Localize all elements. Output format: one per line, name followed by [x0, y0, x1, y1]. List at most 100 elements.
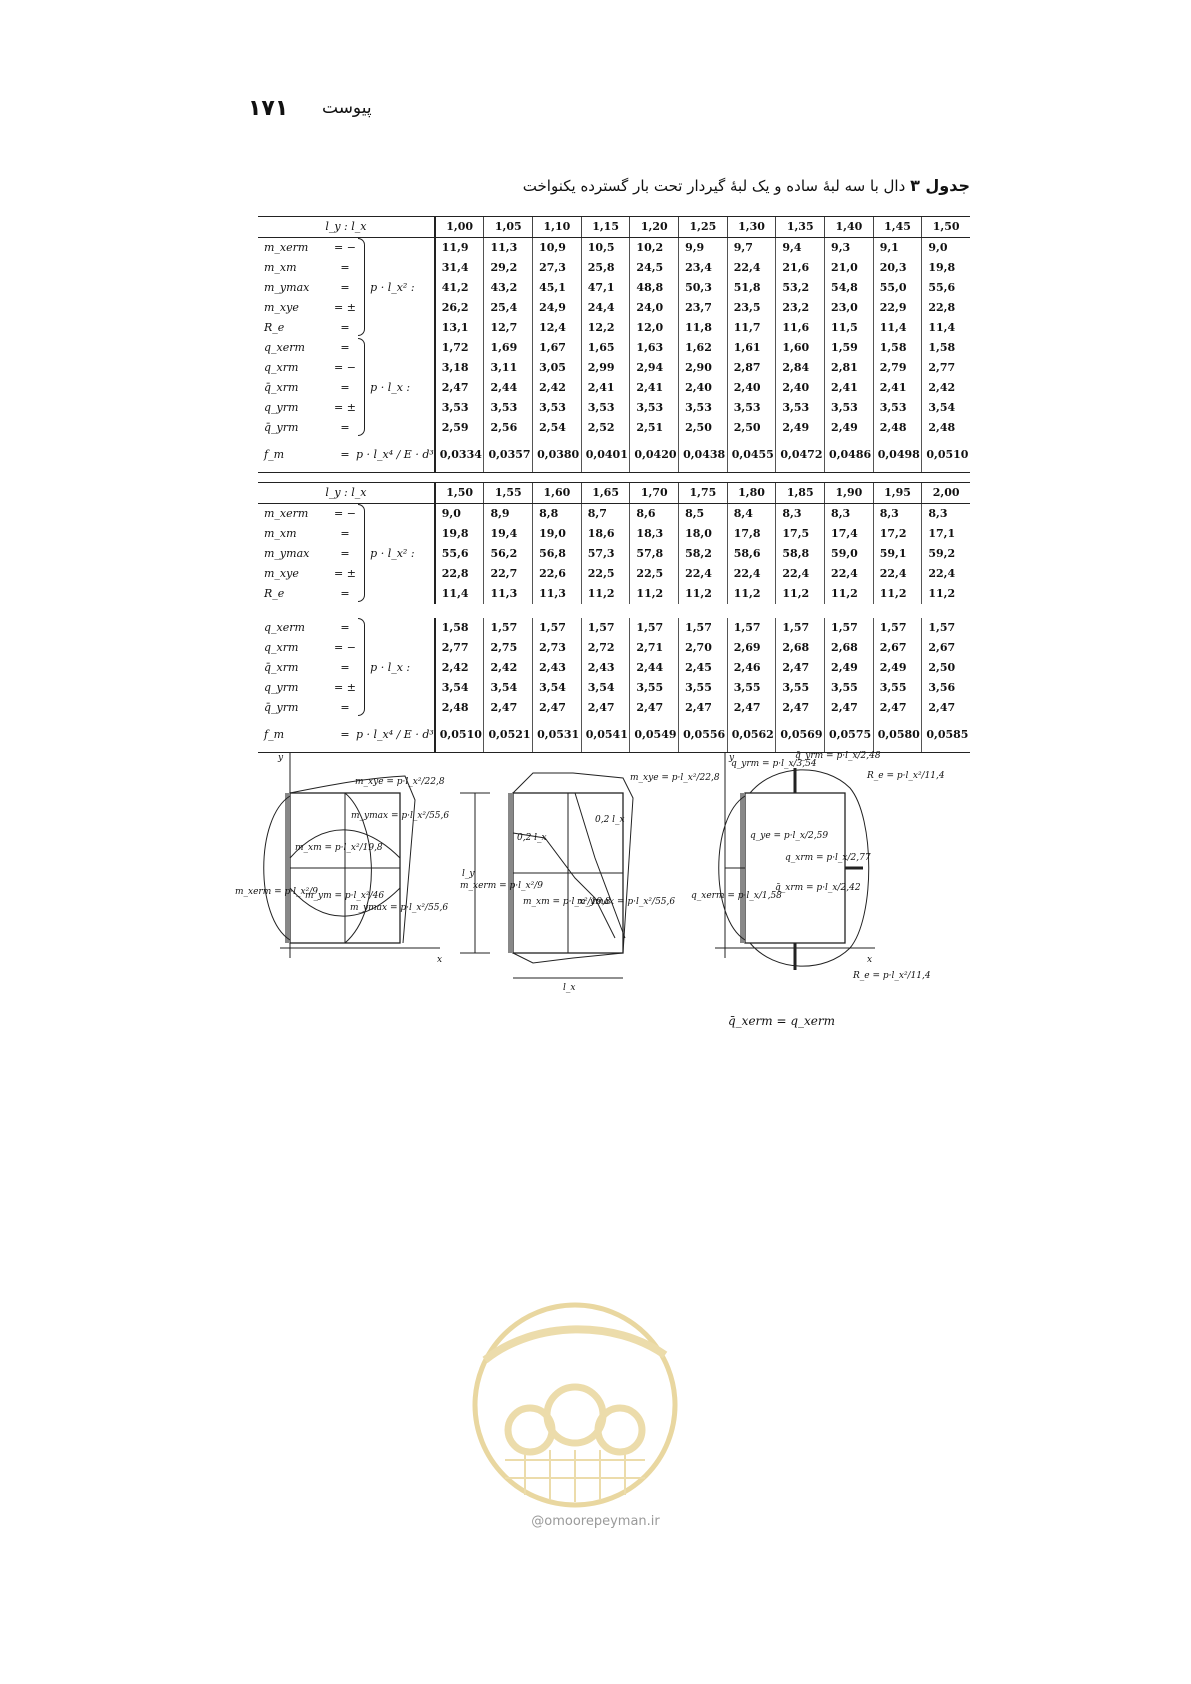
- coefficient-label: R_e: [264, 587, 285, 600]
- coefficient-operator: = −: [334, 361, 356, 374]
- coefficient-value: 1,57: [775, 618, 825, 638]
- coefficient-label: q̄_xrm: [264, 661, 299, 674]
- coefficient-value: 2,41: [824, 378, 874, 398]
- coefficient-value: 1,57: [629, 618, 679, 638]
- coefficient-value: 11,6: [775, 318, 825, 338]
- fig3-label-7: q_xerm = p·l_x/1,58: [691, 891, 782, 901]
- deflection-label: f_m: [258, 438, 334, 473]
- coefficient-value: 1,57: [824, 618, 874, 638]
- coefficient-value: 59,2: [921, 544, 970, 564]
- fig3-y-axis: y: [728, 753, 735, 763]
- coefficient-value: 3,53: [532, 398, 582, 418]
- coefficient-value: 1,57: [580, 618, 630, 638]
- deflection-value: 0,0380: [532, 438, 582, 473]
- shear-diagram: [715, 753, 875, 970]
- coefficient-value: 1,60: [775, 338, 825, 358]
- coefficient-value: 3,55: [824, 678, 874, 698]
- coefficient-value: 9,3: [824, 237, 874, 258]
- ratio-column-header: 1,90: [824, 482, 874, 504]
- coefficient-value: 3,05: [532, 358, 582, 378]
- coefficient-value: 8,3: [921, 503, 970, 524]
- coefficient-value: 3,55: [726, 678, 776, 698]
- deflection-factor: p · l_x⁴ / E · d³: [355, 718, 436, 753]
- coefficient-label: q̄_yrm: [264, 701, 299, 714]
- coefficient-value: 3,18: [434, 358, 484, 378]
- coefficient-value: 2,42: [483, 658, 533, 678]
- deflection-operator: =: [334, 718, 356, 753]
- coefficient-value: 1,69: [483, 338, 533, 358]
- coefficient-value: 2,40: [775, 378, 825, 398]
- coefficient-label: m_xerm: [264, 507, 309, 520]
- coefficient-value: 11,7: [726, 318, 776, 338]
- group-factor: p · l_x :: [370, 338, 436, 438]
- coefficient-value: 2,73: [532, 638, 582, 658]
- coefficient-value: 58,6: [726, 544, 776, 564]
- coefficient-operator: =: [340, 261, 350, 274]
- coefficient-value: 2,72: [580, 638, 630, 658]
- page-number: ۱۷۱: [248, 96, 289, 121]
- coefficient-value: 2,48: [921, 418, 970, 438]
- coefficient-value: 24,0: [629, 298, 679, 318]
- group-factor: p · l_x :: [370, 618, 436, 718]
- fig1-label-5: m_xerm = p·l_x²/9: [235, 887, 318, 897]
- coefficient-value: 11,2: [921, 584, 970, 604]
- coefficient-value: 2,75: [483, 638, 533, 658]
- coefficient-operator: = ±: [334, 567, 356, 580]
- coefficient-value: 55,6: [921, 278, 970, 298]
- coefficient-label: q_xrm: [264, 361, 299, 374]
- deflection-value: 0,0562: [726, 718, 776, 753]
- coefficient-value: 13,1: [434, 318, 484, 338]
- coefficient-value: 3,54: [434, 678, 484, 698]
- coefficient-value: 2,59: [434, 418, 484, 438]
- ratio-column-header: 1,50: [434, 482, 484, 504]
- deflection-label: f_m: [258, 718, 334, 753]
- coefficient-value: 2,77: [434, 638, 484, 658]
- coefficient-value: 55,6: [434, 544, 484, 564]
- coefficient-value: 22,5: [629, 564, 679, 584]
- coefficient-value: 23,4: [678, 258, 728, 278]
- coefficient-value: 11,2: [678, 584, 728, 604]
- coefficient-value: 2,87: [726, 358, 776, 378]
- coefficient-value: 1,63: [629, 338, 679, 358]
- coefficient-value: 22,4: [726, 564, 776, 584]
- coefficient-label: m_xm: [264, 527, 297, 540]
- coefficient-value: 3,54: [532, 678, 582, 698]
- coefficient-value: 2,84: [775, 358, 825, 378]
- deflection-value: 0,0580: [872, 718, 922, 753]
- coefficient-value: 2,42: [921, 378, 970, 398]
- fig2-label-2: 0,2 l_x: [517, 833, 547, 843]
- omoorepeyman-logo-watermark: [445, 1300, 705, 1510]
- ratio-column-header: 1,70: [629, 482, 679, 504]
- coefficient-value: 2,41: [629, 378, 679, 398]
- coefficient-label: R_e: [264, 321, 285, 334]
- coefficient-value: 2,41: [580, 378, 630, 398]
- coefficient-operator: =: [340, 421, 350, 434]
- fig3-label-4: q_ye = p·l_x/2,59: [750, 831, 828, 841]
- coefficient-label: q̄_xrm: [264, 381, 299, 394]
- coefficient-value: 1,57: [921, 618, 970, 638]
- coefficient-operator: = ±: [334, 301, 356, 314]
- coefficient-value: 11,2: [629, 584, 679, 604]
- coefficient-value: 2,49: [824, 418, 874, 438]
- coefficient-value: 11,4: [434, 584, 484, 604]
- coefficient-value: 3,54: [921, 398, 970, 418]
- fig3-label-1: q_yrm = p·l_x/3,54: [731, 759, 817, 769]
- coefficient-value: 57,3: [580, 544, 630, 564]
- deflection-value: 0,0334: [434, 438, 484, 473]
- coefficient-value: 3,55: [775, 678, 825, 698]
- ratio-column-header: 1,20: [629, 216, 679, 238]
- coefficient-value: 2,70: [678, 638, 728, 658]
- fig1-label-4: m_ym = p·l_x²/46: [305, 891, 384, 901]
- coefficient-value: 2,48: [872, 418, 922, 438]
- coefficient-operator: =: [340, 527, 350, 540]
- coefficient-value: 1,57: [726, 618, 776, 638]
- deflection-value: 0,0521: [483, 718, 533, 753]
- coefficient-value: 2,52: [580, 418, 630, 438]
- deflection-value: 0,0401: [580, 438, 630, 473]
- coefficient-operator: = ±: [334, 681, 356, 694]
